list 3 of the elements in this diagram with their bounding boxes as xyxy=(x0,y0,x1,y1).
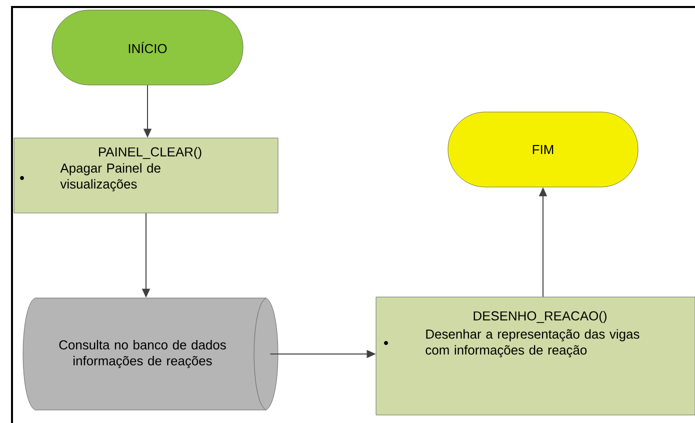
process-box: DESENHO_REACAO() Desenhar a representação das vigas com informações de reação xyxy=(376,296,695,416)
process-box: PAINEL_CLEAR() Apagar Painel de visualizações xyxy=(14,138,278,214)
cylinder: Consulta no banco de dados informações de reações xyxy=(22,298,278,410)
